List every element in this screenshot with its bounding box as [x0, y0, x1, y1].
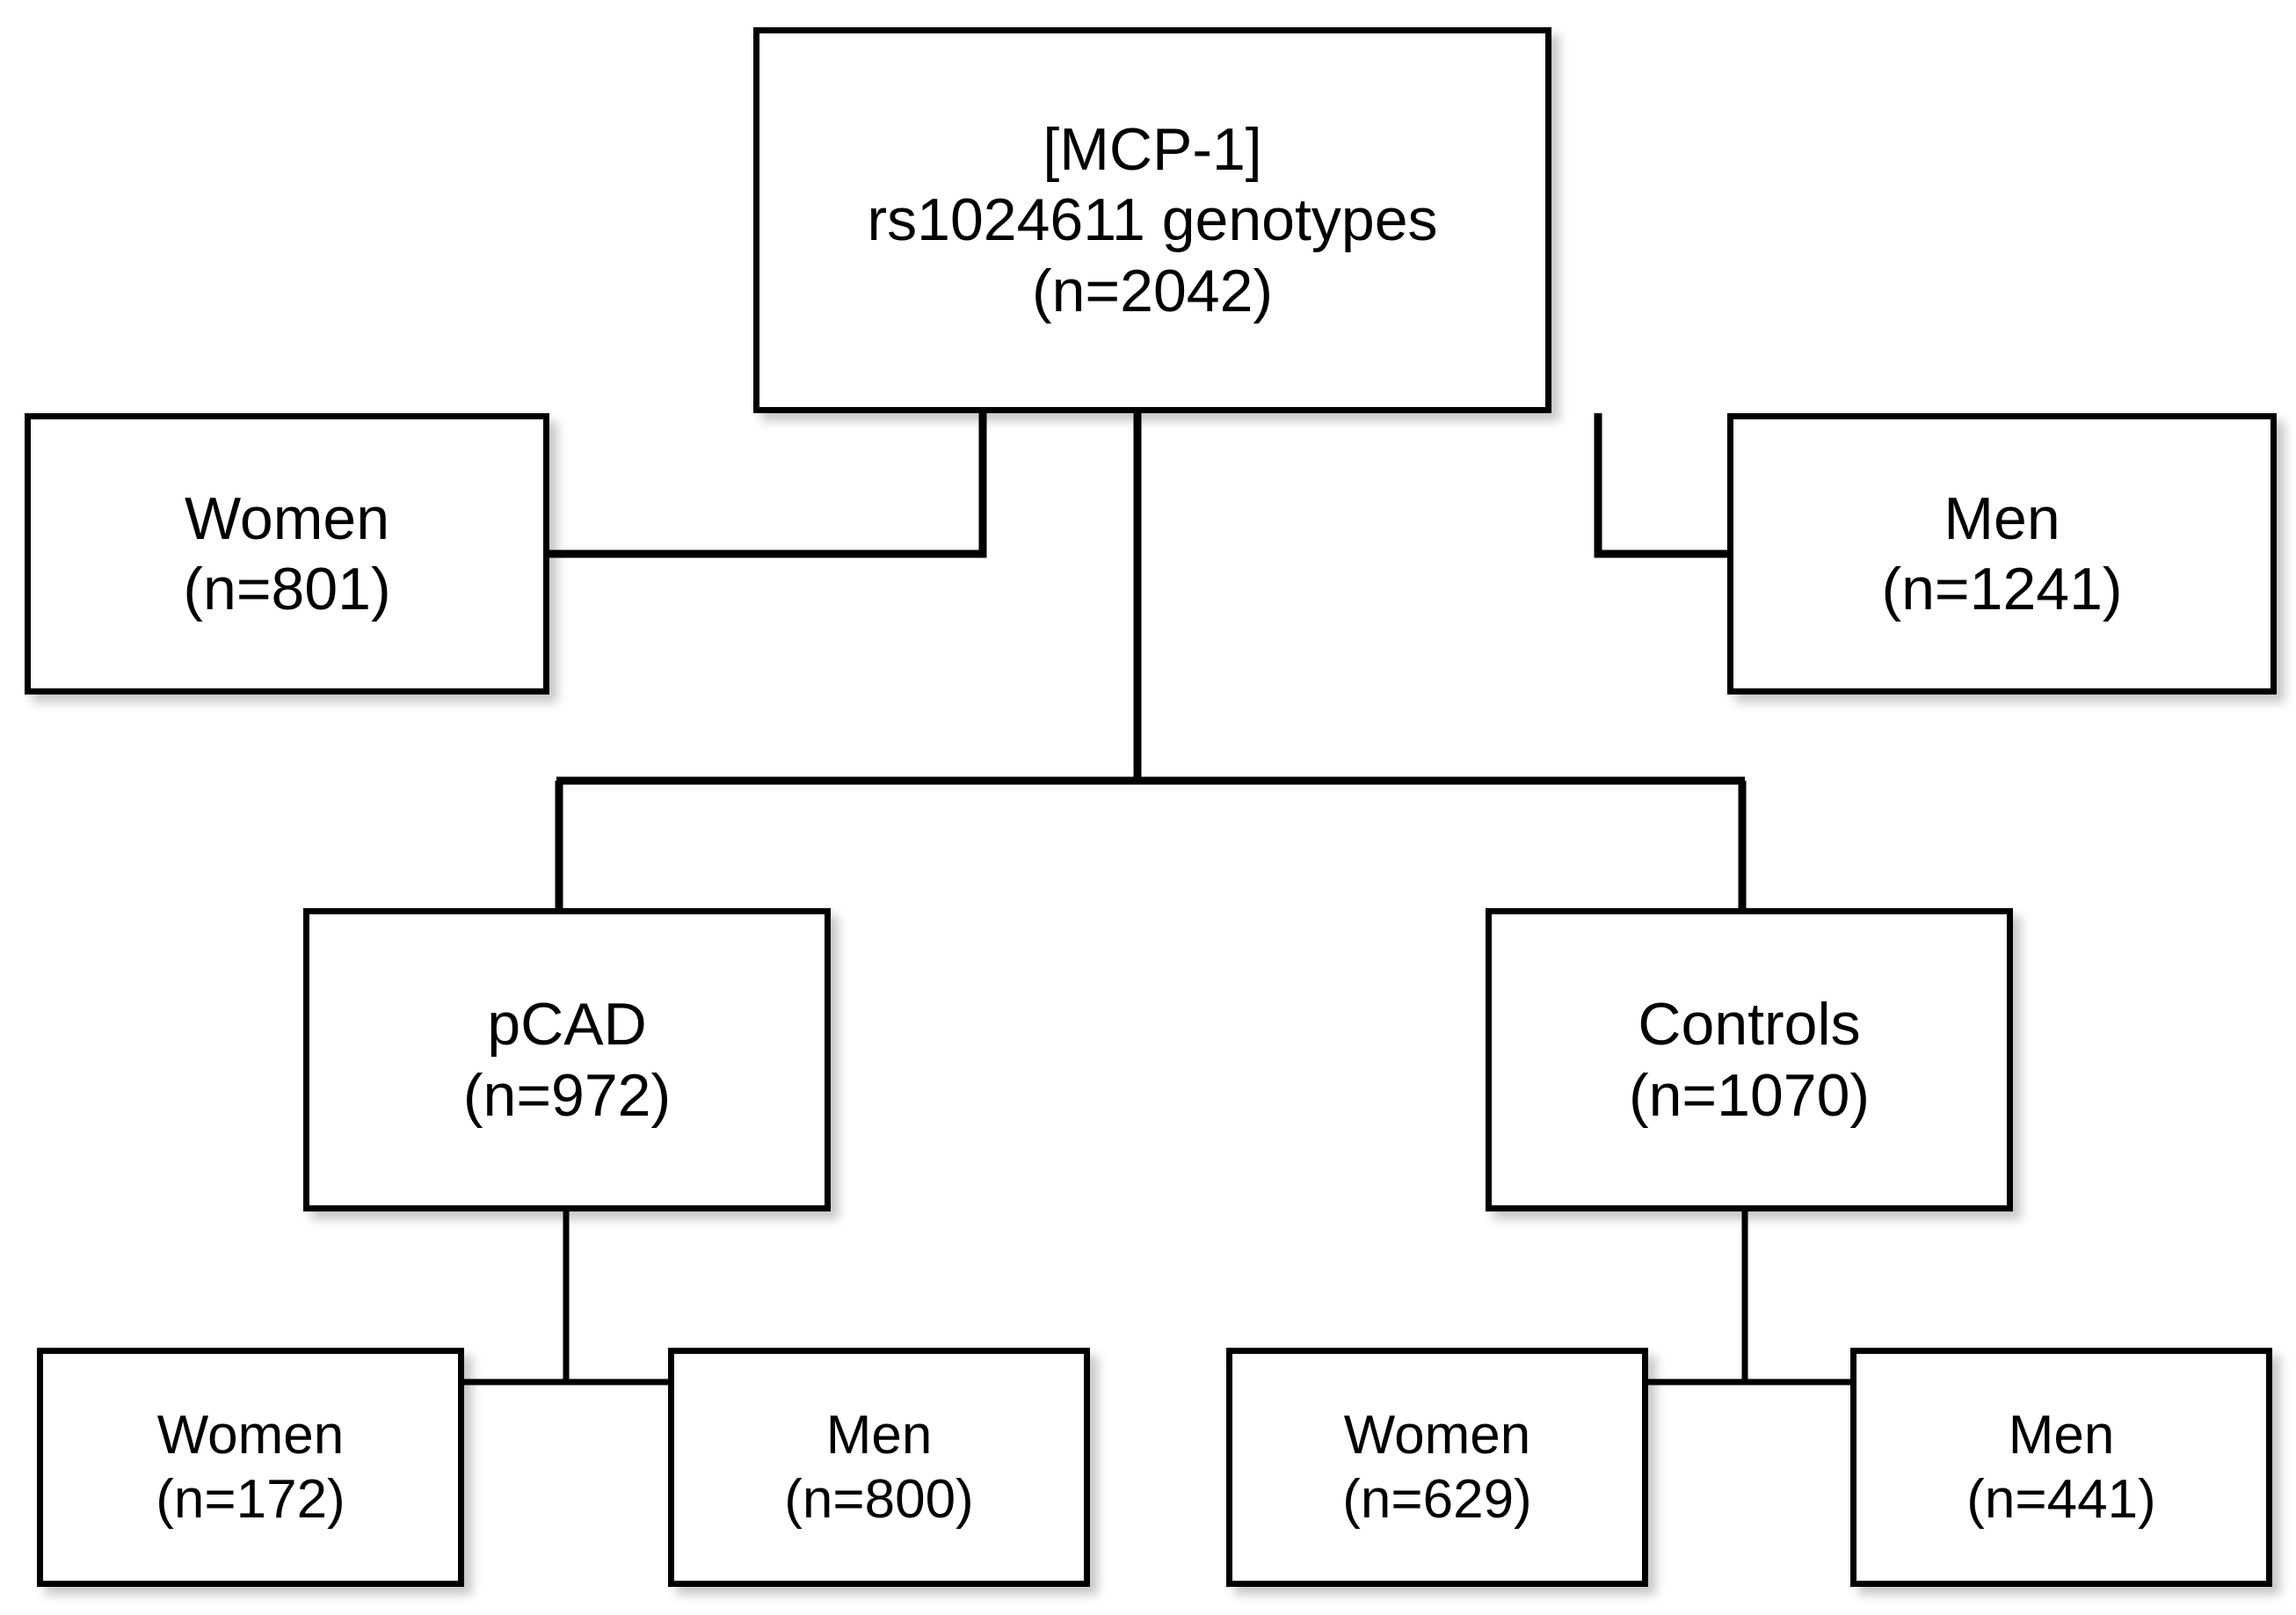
- men-all-label: Men: [1944, 484, 2060, 552]
- root-node-label: [MCP-1]: [1043, 116, 1262, 184]
- pcad-count: (n=972): [462, 1061, 672, 1129]
- women-all-node[interactable]: Women (n=801): [25, 413, 549, 695]
- controls-women-count: (n=629): [1342, 1469, 1532, 1530]
- connector-root-to-women: [549, 413, 987, 558]
- pcad-men-count: (n=800): [784, 1469, 974, 1530]
- pcad-men-node[interactable]: Men (n=800): [668, 1348, 1090, 1587]
- controls-node[interactable]: Controls (n=1070): [1486, 908, 2013, 1211]
- controls-women-node[interactable]: Women (n=629): [1226, 1348, 1648, 1587]
- root-node-detail: rs1024611 genotypes: [867, 186, 1438, 254]
- women-all-label: Women: [184, 484, 390, 552]
- controls-men-node[interactable]: Men (n=441): [1850, 1348, 2272, 1587]
- controls-men-count: (n=441): [1966, 1469, 2156, 1530]
- pcad-men-label: Men: [825, 1404, 933, 1466]
- pcad-women-node[interactable]: Women (n=172): [37, 1348, 464, 1587]
- root-node-count: (n=2042): [1031, 257, 1274, 324]
- root-node[interactable]: [MCP-1] rs1024611 genotypes (n=2042): [753, 27, 1551, 413]
- controls-count: (n=1070): [1628, 1061, 1871, 1129]
- pcad-women-label: Women: [156, 1404, 345, 1466]
- pcad-label: pCAD: [487, 991, 647, 1058]
- controls-men-label: Men: [2008, 1404, 2115, 1466]
- controls-women-label: Women: [1343, 1404, 1531, 1466]
- men-all-count: (n=1241): [1881, 556, 2123, 622]
- connector-root-to-men: [1594, 413, 1727, 558]
- controls-label: Controls: [1638, 991, 1861, 1058]
- men-all-node[interactable]: Men (n=1241): [1727, 413, 2277, 695]
- pcad-node[interactable]: pCAD (n=972): [303, 908, 831, 1211]
- women-all-count: (n=801): [183, 556, 391, 622]
- pcad-women-count: (n=172): [156, 1469, 345, 1530]
